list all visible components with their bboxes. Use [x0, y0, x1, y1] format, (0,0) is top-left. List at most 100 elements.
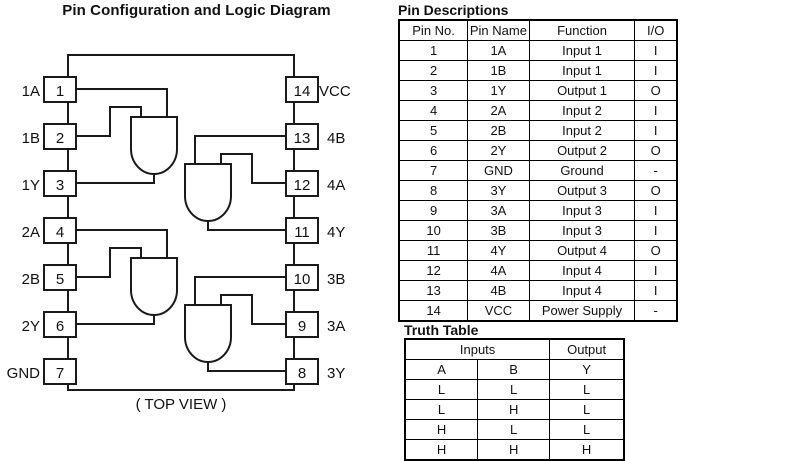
- table-cell: 1: [398, 40, 469, 61]
- table-cell: Ground: [528, 160, 636, 181]
- pin-label-1a: 1A: [21, 83, 40, 100]
- truth-table-cell: H: [477, 439, 551, 461]
- table-cell: Input 3: [528, 200, 636, 221]
- column-header-io: I/O: [634, 19, 678, 41]
- pin-label-2y: 2Y: [21, 318, 40, 335]
- gate1-output-wire: [75, 173, 155, 184]
- table-cell: 5: [398, 120, 469, 141]
- and-gate-1: [130, 116, 178, 175]
- truth-table-cell: H: [549, 439, 625, 461]
- table-cell: Input 2: [528, 120, 636, 141]
- pin-label-3b: 3B: [327, 271, 346, 288]
- table-cell: Output 2: [528, 140, 636, 161]
- gate4-input-a-wire: [220, 153, 287, 184]
- pin-label-3y: 3Y: [327, 365, 346, 382]
- truth-table-cell: L: [549, 379, 625, 400]
- table-cell: I: [634, 120, 678, 141]
- gate4-output-wire: [207, 220, 287, 231]
- table-cell: 4Y: [467, 240, 530, 261]
- pin-box-2: [43, 123, 77, 150]
- table-cell: 2Y: [467, 140, 530, 161]
- table-cell: Input 2: [528, 100, 636, 121]
- package-logic-diagram: [43, 54, 319, 391]
- pin-label-4b: 4B: [327, 130, 346, 147]
- table-cell: I: [634, 100, 678, 121]
- table-cell: 6: [398, 140, 469, 161]
- truth-table-cell: L: [404, 379, 479, 400]
- package-body: [67, 54, 295, 391]
- table-cell: Input 3: [528, 220, 636, 241]
- table-cell: 11: [398, 240, 469, 261]
- table-cell: 4B: [467, 280, 530, 301]
- pin-number-4: 4: [55, 224, 65, 241]
- sub-header-a: A: [404, 359, 479, 380]
- pin-label-1b: 1B: [21, 130, 40, 147]
- pin-number-6: 6: [55, 318, 65, 335]
- table-cell: Output 3: [528, 180, 636, 201]
- pin-label-4a: 4A: [327, 177, 346, 194]
- table-cell: 14: [398, 300, 469, 322]
- table-cell: O: [634, 140, 678, 161]
- pin-number-5: 5: [55, 271, 65, 288]
- pin-number-1: 1: [55, 83, 65, 100]
- pin-box-1: [43, 76, 77, 103]
- and-gate-3: [184, 304, 232, 363]
- table-cell: O: [634, 240, 678, 261]
- pin-box-5: [43, 264, 77, 291]
- table-cell: Output 4: [528, 240, 636, 261]
- gate1-input-b-wire: [75, 106, 142, 137]
- table-cell: 7: [398, 160, 469, 181]
- table-cell: 1A: [467, 40, 530, 61]
- pin-box-7: [43, 358, 77, 385]
- pin-number-13: 13: [293, 130, 311, 147]
- pin-label-3a: 3A: [327, 318, 346, 335]
- table-cell: 10: [398, 220, 469, 241]
- table-cell: VCC: [467, 300, 530, 322]
- truth-table-cell: L: [477, 419, 551, 440]
- table-cell: -: [634, 160, 678, 181]
- and-gate-2: [130, 257, 178, 316]
- truth-table-sub-header-row: A B Y: [404, 359, 625, 380]
- table-cell: 13: [398, 280, 469, 301]
- pin-box-10: [285, 264, 319, 291]
- pin-number-10: 10: [293, 271, 311, 288]
- table-cell: 8: [398, 180, 469, 201]
- pin-number-3: 3: [55, 177, 65, 194]
- table-cell: Input 1: [528, 40, 636, 61]
- gate3-input-b-wire: [194, 276, 287, 306]
- truth-table-group-header-row: Inputs Output: [404, 338, 625, 360]
- pin-number-8: 8: [297, 365, 307, 382]
- gate3-output-wire: [207, 361, 287, 372]
- column-header-pin-no: Pin No.: [398, 19, 469, 41]
- pin-box-8: [285, 358, 319, 385]
- table-cell: 12: [398, 260, 469, 281]
- group-header-output: Output: [549, 338, 625, 360]
- pin-label-gnd: GND: [6, 365, 40, 382]
- truth-table-cell: L: [477, 379, 551, 400]
- table-cell: 3Y: [467, 180, 530, 201]
- gate1-input-a-wire: [75, 88, 168, 118]
- gate2-input-a-wire: [75, 229, 168, 259]
- gate4-input-b-wire: [194, 135, 287, 165]
- pin-box-14: [285, 76, 319, 103]
- table-cell: 1Y: [467, 80, 530, 101]
- table-cell: 4A: [467, 260, 530, 281]
- sub-header-b: B: [477, 359, 551, 380]
- pin-number-12: 12: [293, 177, 311, 194]
- pin-box-3: [43, 170, 77, 197]
- diagram-title: Pin Configuration and Logic Diagram: [62, 2, 331, 19]
- truth-table-cell: L: [549, 419, 625, 440]
